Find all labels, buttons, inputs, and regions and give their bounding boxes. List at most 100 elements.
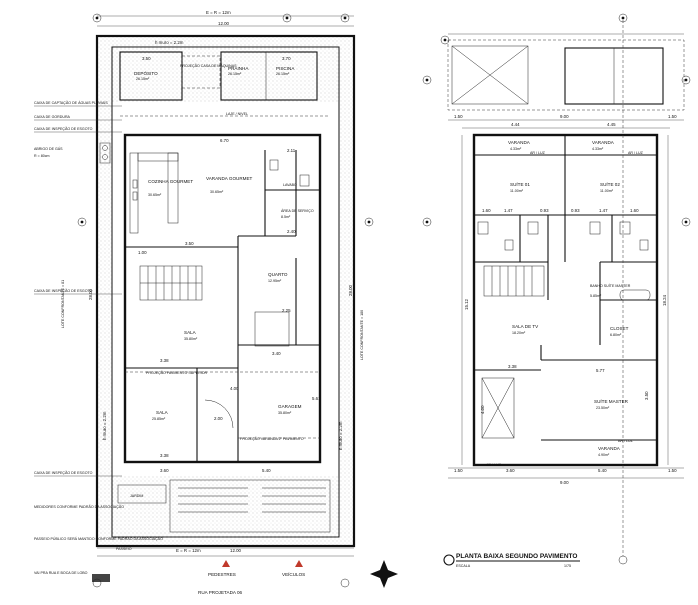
uf-side-dim: 15.12 bbox=[464, 298, 469, 310]
uf-room-varanda1-area: 4.33m² bbox=[510, 147, 522, 151]
uf-ar-luz: AR / LUZ bbox=[618, 439, 634, 443]
gf-lote-left: LOTE CONFRONTANTE = 81 bbox=[61, 280, 65, 328]
gf-muro-left: h muro = 2.2m bbox=[102, 411, 107, 440]
gf-room-deposito-area: 26.15m² bbox=[136, 77, 150, 81]
gf-muro-right: h muro = 2.2m bbox=[338, 421, 343, 450]
gf-dim: 4.00 bbox=[230, 386, 239, 391]
gf-note: CAIXA DE GORDURA bbox=[34, 115, 71, 119]
gf-room-servico: ÁREA DE SERVIÇO bbox=[281, 209, 314, 213]
gf-elevation: LAJE / NIVEL bbox=[226, 112, 248, 116]
gf-bottom-dim-12: 12.00 bbox=[230, 548, 242, 553]
gf-dim: 1.00 bbox=[138, 250, 147, 255]
gf-room-quarto: QUARTO bbox=[268, 272, 288, 277]
gf-bottom-dim-er: E = R = 12m bbox=[176, 548, 201, 553]
gf-room-sala-area: 35.80m² bbox=[184, 337, 198, 341]
gf-note: ABRIGO DE GÁS bbox=[34, 147, 63, 151]
gf-dim: 2.40 bbox=[287, 229, 296, 234]
gf-room-garagem: GARAGEM bbox=[278, 404, 302, 409]
uf-room-banho-master-area: 5.85m² bbox=[590, 294, 602, 298]
uf-dim-bottom: 3.60 bbox=[506, 468, 515, 473]
uf-room-closet: CLOSET bbox=[610, 326, 629, 331]
uf-room-suite02: SUÍTE 02 bbox=[600, 181, 620, 187]
uf-room-banho-master: BANHO SUÍTE MASTER bbox=[590, 284, 631, 288]
gf-top-dim-er: E = R = 12m bbox=[206, 10, 231, 15]
uf-dim: 3.50 bbox=[644, 391, 649, 400]
gf-note: CAIXA DE CAPTAÇÃO DE ÁGUAS PLUVIAIS bbox=[34, 100, 108, 105]
gf-room-lavabo: LAVABO bbox=[283, 183, 297, 187]
north-arrow-icon bbox=[370, 560, 398, 588]
uf-dim: 5.77 bbox=[596, 368, 605, 373]
gf-room-quarto-area: 12.95m² bbox=[268, 279, 282, 283]
gf-dim: 5.40 bbox=[262, 468, 271, 473]
gf-proj-pav-sup: PROJEÇÃO PAVIMENTO SUPERIOR bbox=[146, 370, 208, 375]
gf-top-dim-12: 12.00 bbox=[218, 21, 230, 26]
uf-room-suite02-area: 11.00m² bbox=[600, 189, 614, 193]
uf-dim: 0.93 bbox=[540, 208, 549, 213]
gf-dim: 2.00 bbox=[214, 416, 223, 421]
gf-dim: 3.50 bbox=[185, 241, 194, 246]
gf-jardim: JARDIM bbox=[130, 494, 143, 498]
gf-note: VAI PRA RUA E BOCA DE LOBO bbox=[34, 571, 88, 575]
uf-ar-luz: AR / LUZ bbox=[530, 151, 546, 155]
gf-note: PASSEIO PÚBLICO SERÁ MANTIDO CONFORME PA… bbox=[34, 536, 163, 541]
gf-room-piscina-area: 26.15m² bbox=[276, 72, 290, 76]
gf-dim: 2.25 bbox=[282, 308, 291, 313]
gf-dim: 3.70 bbox=[282, 56, 291, 61]
gf-dim: 3.50 bbox=[142, 56, 151, 61]
gf-room-varanda-gourmet-area: 30.65m² bbox=[210, 190, 224, 194]
gf-room-casa-maquinas: PROJEÇÃO CASA DE MÁQUINAS bbox=[180, 63, 237, 68]
gf-room-sala2: SALA bbox=[156, 410, 169, 415]
uf-dim-bottom: 5.40 bbox=[598, 468, 607, 473]
gf-proj-varanda: PROJEÇÃO VARANDA 2º PAVIMENTO bbox=[240, 436, 304, 441]
ground-floor-plan: E = R = 12m 12.00 h muro = 2.2m DEPÓSITO… bbox=[34, 10, 398, 595]
gf-pedestrian-entry-marker bbox=[222, 560, 230, 567]
uf-room-varanda1: VARANDA bbox=[508, 140, 531, 145]
uf-scale-label: ESCALA bbox=[456, 564, 471, 568]
uf-dim: 1.60 bbox=[482, 208, 491, 213]
uf-room-varanda3-area: 4.90m² bbox=[598, 453, 610, 457]
uf-ar-luz: AR / LUZ bbox=[486, 463, 502, 467]
uf-dim-bottom: 1.50 bbox=[668, 468, 677, 473]
gf-dim: 3.38 bbox=[160, 358, 169, 363]
gf-dim: 2.11 bbox=[287, 148, 296, 153]
uf-dim: 1.60 bbox=[630, 208, 639, 213]
gf-note: R = 80cm bbox=[34, 154, 49, 158]
gf-dim: 6.70 bbox=[220, 138, 229, 143]
uf-room-varanda2: VARANDA bbox=[592, 140, 615, 145]
gf-dim: 5.61 bbox=[312, 396, 321, 401]
uf-dim: 1.47 bbox=[504, 208, 513, 213]
uf-dim-top: 4.44 bbox=[511, 122, 520, 127]
gf-room-garagem-area: 35.80m² bbox=[278, 411, 292, 415]
gf-note: CAIXA DE INSPEÇÃO DE ESGOTO bbox=[34, 288, 93, 293]
uf-dim: 4.00 bbox=[480, 405, 485, 414]
uf-side-dim: 18.24 bbox=[662, 294, 667, 306]
uf-dim-top: 9.00 bbox=[560, 114, 569, 119]
gf-lote-right: LOTE CONFRONTANTE = 180 bbox=[360, 310, 364, 360]
gf-note: CAIXA DE INSPEÇÃO DE ESGOTO bbox=[34, 126, 93, 131]
gf-room-sala2-area: 25.85m² bbox=[152, 417, 166, 421]
uf-room-varanda3: VARANDA bbox=[598, 446, 621, 451]
uf-title: PLANTA BAIXA SEGUNDO PAVIMENTO bbox=[456, 553, 577, 560]
gf-note: MEDIDORES CONFORME PADRÃO DA ASSOCIAÇÃO bbox=[34, 504, 124, 509]
uf-scale-value: 1/75 bbox=[564, 564, 571, 568]
gf-dim: 3.38 bbox=[160, 453, 169, 458]
uf-room-sala-tv-area: 18.20m² bbox=[512, 331, 526, 335]
uf-dim: 0.93 bbox=[571, 208, 580, 213]
gf-vehicle-entry-marker bbox=[295, 560, 303, 567]
uf-dim: 3.38 bbox=[508, 364, 517, 369]
uf-dim-bottom: 1.50 bbox=[454, 468, 463, 473]
uf-room-closet-area: 6.80m² bbox=[610, 333, 622, 337]
uf-dim: 1.47 bbox=[599, 208, 608, 213]
gf-room-cozinha-area: 30.65m² bbox=[148, 193, 162, 197]
uf-room-suite-master: SUÍTE MASTER bbox=[594, 398, 629, 404]
gf-entrance-pedestres: PEDESTRES bbox=[208, 572, 236, 577]
uf-dim-top: 1.50 bbox=[454, 114, 463, 119]
uf-dim-top: 1.50 bbox=[668, 114, 677, 119]
uf-room-suite01-area: 11.00m² bbox=[510, 189, 524, 193]
gf-room-deposito: DEPÓSITO bbox=[134, 70, 158, 76]
gf-room-cozinha: COZINHA GOURMET bbox=[148, 179, 193, 184]
uf-room-varanda2-area: 4.33m² bbox=[592, 147, 604, 151]
gf-boca-de-lobo bbox=[92, 574, 110, 582]
